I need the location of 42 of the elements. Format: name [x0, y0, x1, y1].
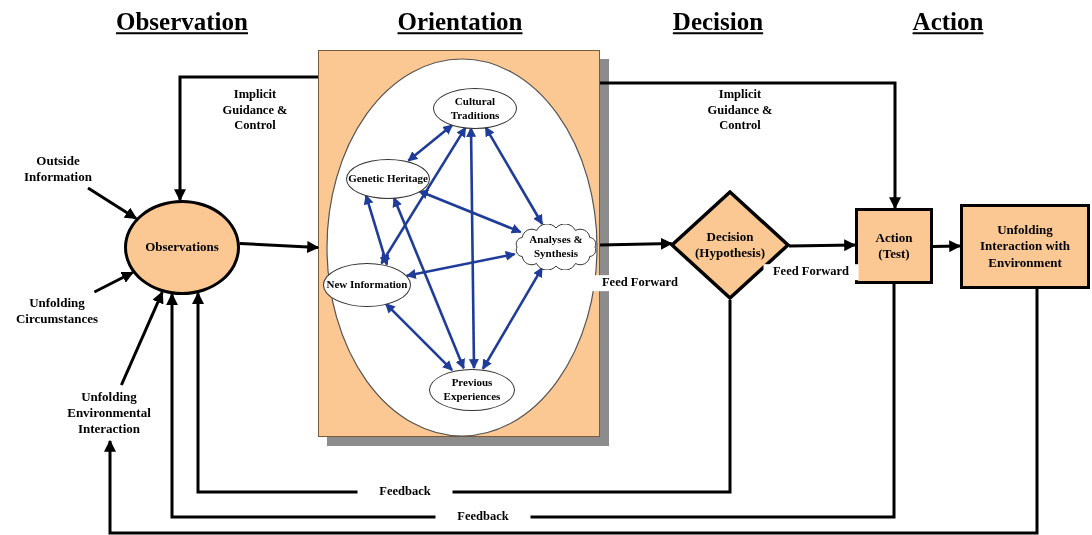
node-label: Unfolding Circumstances — [14, 294, 100, 328]
node-label: Unfolding Environmental Interaction — [66, 388, 152, 438]
environment-box — [960, 204, 1090, 289]
node-label: Analyses & Synthesis — [528, 233, 584, 261]
arrow — [87, 186, 138, 220]
column-heading: Action — [912, 7, 984, 38]
double-arrow — [481, 267, 544, 370]
column-heading: Observation — [116, 7, 248, 38]
node-label: Cultural Traditions — [449, 94, 501, 123]
arrow — [104, 289, 1039, 535]
double-arrow — [405, 250, 516, 279]
arrow — [239, 240, 320, 253]
double-arrow — [407, 124, 454, 162]
node-label: Previous Experiences — [442, 376, 502, 404]
node-label: Outside Information — [23, 152, 93, 186]
edge-label: Feed Forward — [763, 264, 859, 280]
arrow — [93, 271, 134, 294]
arrow — [174, 75, 318, 202]
double-arrow — [418, 189, 522, 234]
column-heading: Orientation — [397, 7, 523, 38]
arrow — [120, 291, 164, 386]
node-label: Unfolding Interaction with Environment — [979, 222, 1071, 271]
double-arrow — [384, 302, 453, 371]
arrow — [788, 239, 857, 252]
double-arrow — [380, 126, 467, 265]
node-label: Action (Test) — [874, 229, 914, 263]
column-heading: Decision — [672, 7, 764, 38]
node-label: Observations — [145, 239, 219, 256]
arrow — [192, 292, 732, 494]
node-label: Decision (Hypothesis) — [694, 228, 766, 262]
action-box — [855, 208, 933, 284]
double-arrow — [392, 196, 465, 370]
double-arrow — [484, 126, 544, 225]
double-arrow — [363, 194, 390, 266]
node-label: Genetic Heritage — [348, 172, 428, 186]
arrow — [599, 237, 673, 250]
arrow — [932, 240, 962, 253]
double-arrow — [466, 126, 479, 370]
arrow — [600, 81, 901, 210]
arrow — [166, 284, 896, 519]
node-label: New Information — [326, 278, 408, 292]
thought-cloud — [513, 224, 599, 270]
